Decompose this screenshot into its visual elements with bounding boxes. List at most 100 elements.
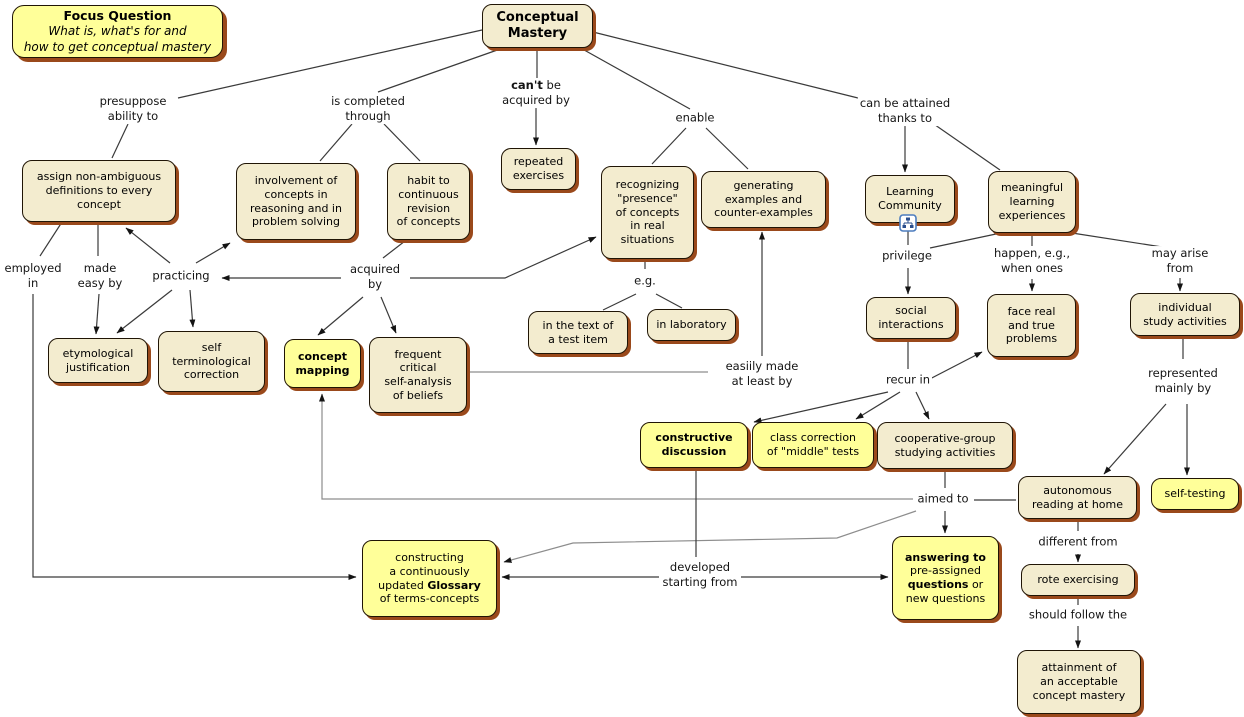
node-frequent-critical-self-analysis[interactable]: frequent critical self-analysis of belie… xyxy=(369,337,467,413)
link-line xyxy=(929,233,997,249)
node-self-testing[interactable]: self-testing xyxy=(1151,478,1239,510)
node-text: individual study activities xyxy=(1143,300,1227,328)
node-attainment-concept-mastery[interactable]: attainment of an acceptable concept mast… xyxy=(1017,650,1141,714)
link-line xyxy=(189,289,196,328)
link-label-should-follow-the[interactable]: should follow the xyxy=(1026,607,1130,623)
link-label-represented-mainly-by[interactable]: represented mainly by xyxy=(1146,366,1220,396)
node-meaningful-learning[interactable]: meaningful learning experiences xyxy=(988,171,1076,233)
node-text: concept mapping xyxy=(295,349,350,377)
link-line xyxy=(855,391,901,420)
node-text: constructive discussion xyxy=(655,431,733,458)
node-text: answering to pre-assigned questions or n… xyxy=(905,550,986,605)
node-text: attainment of an acceptable concept mast… xyxy=(1032,661,1126,702)
submap-icon[interactable] xyxy=(899,214,917,232)
link-line xyxy=(753,391,889,424)
link-line xyxy=(576,45,691,110)
node-habit-revision[interactable]: habit to continuous revision of concepts xyxy=(387,163,470,240)
node-text: generating examples and counter-examples xyxy=(714,178,813,220)
node-text: assign non-ambiguous definitions to ever… xyxy=(36,170,162,211)
node-text: rote exercising xyxy=(1037,573,1119,587)
link-label-happen-when-ones[interactable]: happen, e.g., when ones xyxy=(992,246,1072,276)
link-line xyxy=(602,293,637,311)
link-label-presuppose[interactable]: presuppose ability to xyxy=(97,94,169,124)
link-label-different-from[interactable]: different from xyxy=(1036,534,1120,550)
node-text: habit to continuous revision of concepts xyxy=(396,174,461,229)
link-label-made-easy-by[interactable]: made easy by xyxy=(75,261,125,291)
link-line xyxy=(655,293,683,309)
link-line xyxy=(923,351,983,383)
node-self-terminological-correction[interactable]: self terminological correction xyxy=(158,331,265,392)
link-label-is-completed-through[interactable]: is completed through xyxy=(329,94,407,124)
node-cooperative-group[interactable]: cooperative-group studying activities xyxy=(877,422,1013,469)
link-line xyxy=(93,293,100,335)
node-text: self terminological correction xyxy=(172,340,251,382)
node-text: involvement of concepts in reasoning and… xyxy=(250,174,342,229)
node-recognizing-presence[interactable]: recognizing "presence" of concepts in re… xyxy=(601,166,694,259)
link-line xyxy=(382,240,406,259)
link-line xyxy=(705,127,749,170)
link-line xyxy=(915,391,930,420)
node-text: meaningful learning experiences xyxy=(998,181,1066,222)
node-face-real-problems[interactable]: face real and true problems xyxy=(987,294,1076,357)
node-class-correction[interactable]: class correction of "middle" tests xyxy=(752,422,874,468)
link-line xyxy=(380,296,397,334)
node-text: repeated exercises xyxy=(512,155,565,182)
link-label-eg[interactable]: e.g. xyxy=(632,273,658,289)
node-text: in laboratory xyxy=(656,318,727,332)
link-label-easiily-made[interactable]: easiily made at least by xyxy=(723,359,801,389)
link-line xyxy=(177,29,483,99)
link-line xyxy=(651,127,687,165)
link-label-cant-be-acquired-by[interactable]: can't be acquired by xyxy=(500,78,572,108)
link-line xyxy=(111,123,129,159)
node-constructive-discussion[interactable]: constructive discussion xyxy=(640,422,748,468)
node-text: constructing a continuously updated Glos… xyxy=(378,551,481,606)
node-etymological-justification[interactable]: etymological justification xyxy=(48,338,148,383)
link-label-employed-in[interactable]: employed in xyxy=(2,261,64,291)
link-label-acquired-by[interactable]: acquired by xyxy=(347,262,403,292)
link-line xyxy=(927,119,1001,171)
node-social-interactions[interactable]: social interactions xyxy=(866,297,956,339)
link-line xyxy=(503,510,917,563)
link-line xyxy=(317,296,364,336)
node-text: face real and true problems xyxy=(1005,304,1058,346)
node-text: self-testing xyxy=(1164,487,1226,501)
focus-question-body: What is, what's for and how to get conce… xyxy=(23,24,212,54)
node-concept-mapping[interactable]: concept mapping xyxy=(284,339,361,388)
link-line xyxy=(319,123,353,162)
focus-question-box[interactable]: Focus Question What is, what's for and h… xyxy=(12,5,223,58)
link-line xyxy=(39,221,63,257)
node-text: Learning Community xyxy=(878,185,942,212)
link-label-recur-in[interactable]: recur in xyxy=(883,372,933,388)
node-glossary[interactable]: constructing a continuously updated Glos… xyxy=(362,540,497,617)
node-rote-exercising[interactable]: rote exercising xyxy=(1021,564,1135,596)
link-label-privilege[interactable]: privilege xyxy=(880,248,934,264)
node-individual-study-activities[interactable]: individual study activities xyxy=(1130,293,1240,336)
node-autonomous-reading[interactable]: autonomous reading at home xyxy=(1018,476,1137,519)
link-line xyxy=(410,236,597,279)
link-label-developed-starting-from[interactable]: developed starting from xyxy=(660,560,740,590)
node-in-text-of-test-item[interactable]: in the text of a test item xyxy=(528,311,628,354)
link-line xyxy=(592,31,863,100)
node-in-laboratory[interactable]: in laboratory xyxy=(647,309,736,341)
node-involvement-of-concepts[interactable]: involvement of concepts in reasoning and… xyxy=(236,163,356,240)
link-label-may-arise-from[interactable]: may arise from xyxy=(1149,246,1211,276)
link-line xyxy=(32,294,357,580)
link-line xyxy=(1071,232,1163,248)
node-answering-questions[interactable]: answering to pre-assigned questions or n… xyxy=(892,536,999,620)
node-conceptual-mastery[interactable]: Conceptual Mastery xyxy=(482,4,593,48)
link-line xyxy=(116,289,173,334)
link-line xyxy=(377,47,504,93)
node-repeated-exercises[interactable]: repeated exercises xyxy=(501,148,576,190)
node-assign-definitions[interactable]: assign non-ambiguous definitions to ever… xyxy=(22,160,176,222)
link-label-aimed-to[interactable]: aimed to xyxy=(915,491,971,507)
link-line xyxy=(383,123,421,162)
link-label-practicing[interactable]: practicing xyxy=(150,268,212,284)
node-text: autonomous reading at home xyxy=(1031,483,1123,511)
focus-question-title: Focus Question xyxy=(63,7,172,23)
node-generating-examples[interactable]: generating examples and counter-examples xyxy=(701,171,826,228)
node-text: recognizing "presence" of concepts in re… xyxy=(615,178,680,247)
link-label-enable[interactable]: enable xyxy=(673,110,717,126)
link-line xyxy=(125,227,171,264)
link-label-can-be-attained[interactable]: can be attained thanks to xyxy=(857,96,953,126)
